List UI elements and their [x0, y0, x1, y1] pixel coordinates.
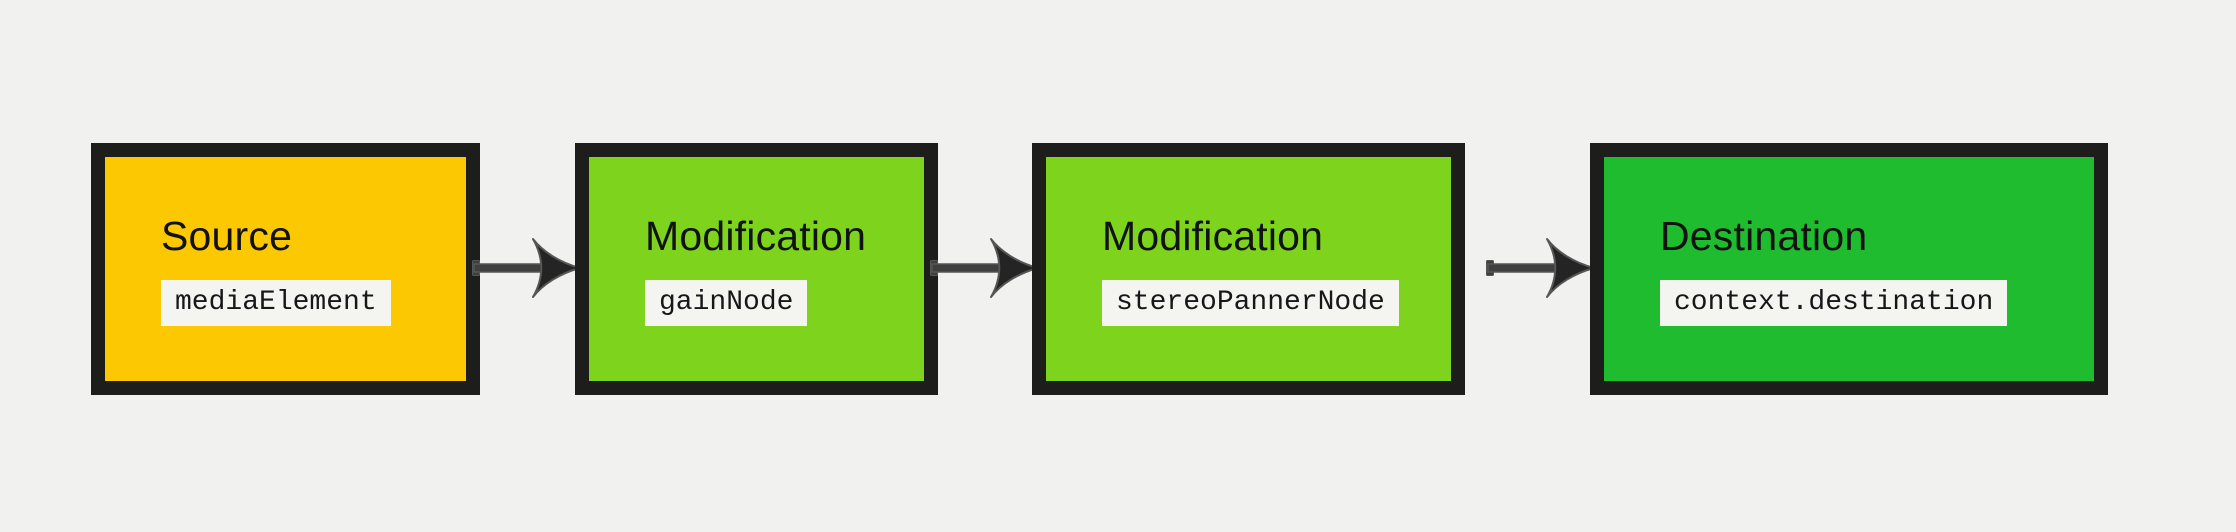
node-gain: Modification gainNode: [575, 143, 938, 395]
node-code-chip: mediaElement: [161, 279, 391, 326]
arrow-right-icon: [472, 238, 581, 298]
node-stereo-panner: Modification stereoPannerNode: [1032, 143, 1465, 395]
node-destination: Destination context.destination: [1590, 143, 2108, 395]
arrow-right-icon: [1486, 238, 1595, 298]
node-title: Destination: [1660, 212, 1868, 259]
arrow-right-icon: [930, 238, 1039, 298]
connector-arrow-2: [930, 236, 1040, 300]
connector-arrow-3: [1486, 236, 1596, 300]
node-code-chip: context.destination: [1660, 279, 2008, 326]
node-title: Source: [161, 212, 293, 259]
node-code-chip: stereoPannerNode: [1102, 279, 1399, 326]
node-title: Modification: [1102, 212, 1324, 259]
connector-arrow-1: [472, 236, 582, 300]
node-code-chip: gainNode: [645, 279, 808, 326]
node-title: Modification: [645, 212, 867, 259]
node-source: Source mediaElement: [91, 143, 480, 395]
